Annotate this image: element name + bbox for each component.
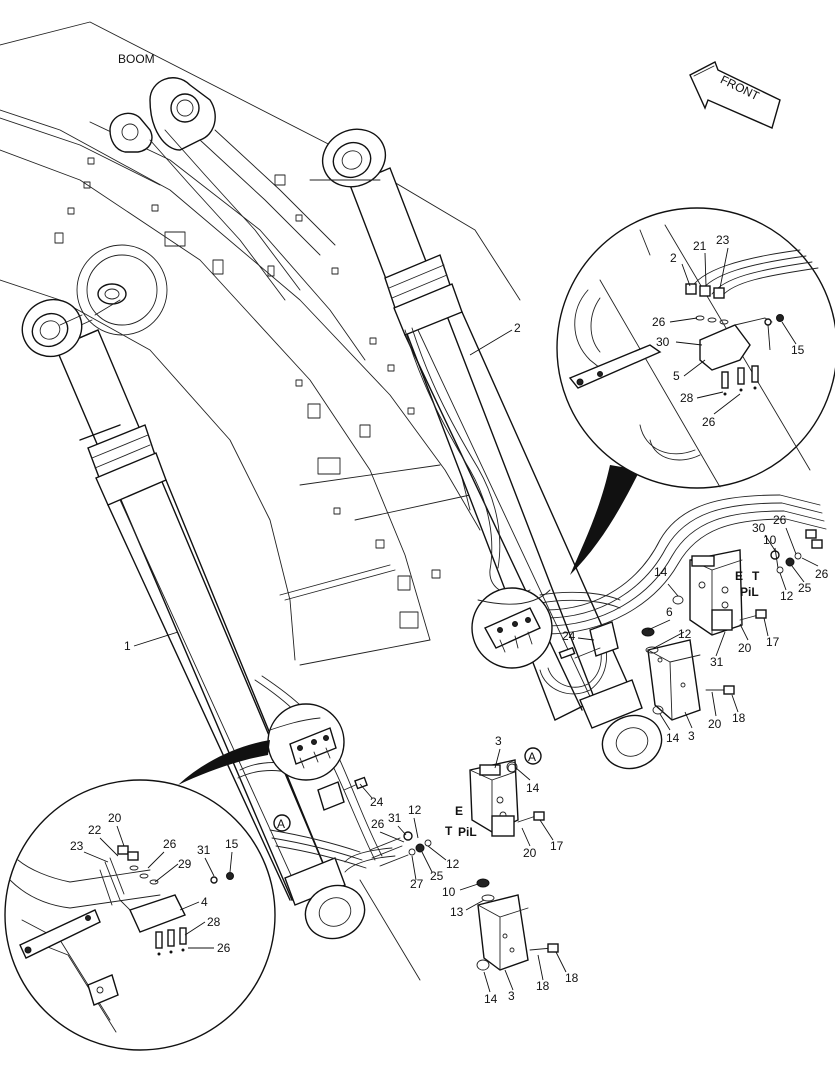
label-15-detail-upper: 15 [791, 343, 805, 357]
label-18-lower: 18 [565, 971, 579, 985]
front-direction-arrow: FRONT [689, 61, 781, 129]
label-25-lower: 25 [430, 869, 444, 883]
label-30-lower: 31 [388, 811, 402, 825]
label-20-lower-b: 18 [536, 979, 550, 993]
label-1-cylinder: 1 [124, 639, 131, 653]
callout-marker-a-upper: A [524, 747, 542, 765]
label-25-right: 25 [798, 581, 812, 595]
label-26-right-a: 26 [773, 513, 787, 527]
label-2-cylinder: 2 [514, 321, 521, 335]
boom-cylinder-right [59, 128, 663, 770]
label-26-right-b: 26 [815, 567, 829, 581]
label-26-detail-upper-b: 26 [702, 415, 716, 429]
label-22-detail-upper: 21 [693, 239, 707, 253]
label-20-right-b: 20 [708, 717, 722, 731]
valve-assembly-right: 30 26 10 14 E T PiL 26 25 12 6 12 24 20 … [544, 494, 829, 745]
label-28-detail-upper: 30 [656, 335, 670, 349]
label-26-detail-lower-b: 26 [217, 941, 231, 955]
label-21-detail-lower: 20 [108, 811, 122, 825]
label-27-detail-lower: 28 [207, 915, 221, 929]
label-22-detail-lower: 22 [88, 823, 102, 837]
label-14-lower-a: 14 [526, 781, 540, 795]
label-21-detail-upper: 2 [670, 251, 677, 265]
port-pil-right: PiL [740, 585, 759, 599]
label-12-lower-a: 12 [408, 803, 422, 817]
label-29-right: 31 [710, 655, 724, 669]
label-28-detail-lower: 29 [178, 857, 192, 871]
detail-view-lower-left: 20 22 23 26 29 31 15 4 28 26 [4, 740, 276, 1051]
label-13-lower: 13 [450, 905, 464, 919]
label-4-lower: 3 [495, 734, 502, 748]
label-26-detail-upper-a: 26 [652, 315, 666, 329]
label-12-lower-b: 12 [446, 857, 460, 871]
port-t-right: T [752, 569, 760, 583]
label-10-right: 6 [666, 605, 673, 619]
callout-circle-left [267, 703, 345, 781]
boom-title: BOOM [118, 52, 155, 66]
label-17-right: 17 [766, 635, 780, 649]
port-t-lower: T [445, 824, 453, 838]
label-30-right: 30 [752, 521, 766, 535]
callout-a-upper-text: A [528, 750, 536, 764]
port-e-lower: E [455, 804, 463, 818]
callout-a-left-text: A [277, 817, 285, 831]
detail-view-upper-right: 2 21 23 26 30 5 15 28 26 [556, 207, 835, 575]
label-6-detail: 5 [673, 369, 680, 383]
port-pil-lower: PiL [458, 825, 477, 839]
port-e-right: E [735, 569, 743, 583]
label-23-detail-upper: 23 [716, 233, 730, 247]
label-14-right-a: 14 [654, 565, 668, 579]
label-10-lower: 10 [442, 885, 456, 899]
label-24-right: 24 [562, 629, 576, 643]
label-26-detail-lower-a: 26 [163, 837, 177, 851]
callout-marker-a-left: A [273, 814, 291, 832]
label-14-right-b: 14 [666, 731, 680, 745]
valve-assembly-lower: 3 14 24 31 12 26 E T PiL 12 25 27 20 17 … [317, 734, 579, 1006]
boom-structure [0, 21, 521, 666]
label-31-detail-lower: 31 [197, 843, 211, 857]
label-13-right: 12 [678, 627, 692, 641]
label-17-lower: 17 [550, 839, 564, 853]
label-3-right: 3 [688, 729, 695, 743]
callout-circle-right [471, 587, 553, 669]
label-12-right-b: 12 [780, 589, 794, 603]
label-23-detail-lower: 23 [70, 839, 84, 853]
boom-cylinder-left [21, 298, 383, 940]
label-3-lower: 3 [508, 989, 515, 1003]
label-26-lower-a: 26 [371, 817, 385, 831]
label-5-detail: 4 [201, 895, 208, 909]
label-27-detail-upper: 28 [680, 391, 694, 405]
label-24-lower: 24 [370, 795, 384, 809]
label-14-lower-b: 14 [484, 992, 498, 1006]
label-18-right: 18 [732, 711, 746, 725]
label-15-detail-lower: 15 [225, 837, 239, 851]
label-20-lower-a: 20 [523, 846, 537, 860]
label-20-right-a: 20 [738, 641, 752, 655]
label-26-lower-b: 27 [410, 877, 424, 891]
